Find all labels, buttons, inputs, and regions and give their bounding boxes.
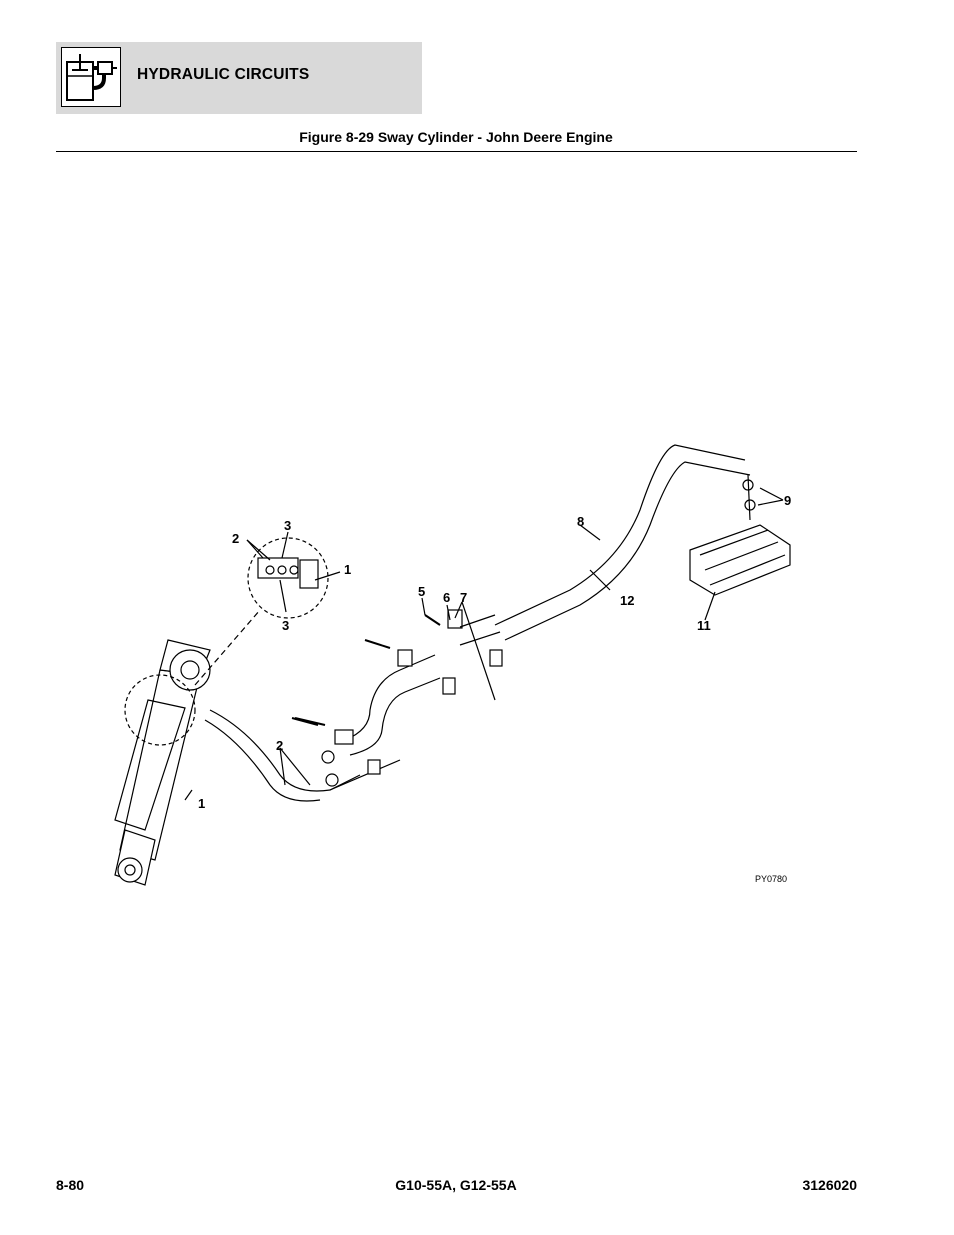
art-id: PY0780 (755, 874, 787, 884)
callout-7: 7 (460, 590, 467, 605)
document-number: 3126020 (802, 1177, 857, 1193)
model-numbers: G10-55A, G12-55A (395, 1177, 517, 1193)
callout-5: 5 (418, 584, 425, 599)
callout-3-detail-bottom: 3 (282, 618, 289, 633)
callout-3-detail-top: 3 (284, 518, 291, 533)
figure-title: Figure 8-29 Sway Cylinder - John Deere E… (299, 129, 613, 145)
callout-2-hoses: 2 (276, 738, 283, 753)
sway-cylinder-illustration: 1 2 2 3 3 1 5 6 7 8 12 11 9 PY0780 (114, 444, 791, 886)
section-title: HYDRAULIC CIRCUITS (137, 66, 310, 83)
callout-9: 9 (784, 493, 791, 508)
callout-1-detail: 1 (344, 562, 351, 577)
callout-1-cylinder: 1 (198, 796, 205, 811)
callout-8: 8 (577, 514, 584, 529)
callout-11: 11 (697, 618, 711, 633)
hydraulic-reservoir-icon (61, 47, 121, 107)
callout-12: 12 (620, 593, 634, 608)
header-rule (56, 151, 857, 152)
callout-6: 6 (443, 590, 450, 605)
page-number: 8-80 (56, 1177, 85, 1193)
callout-2-detail: 2 (232, 531, 239, 546)
